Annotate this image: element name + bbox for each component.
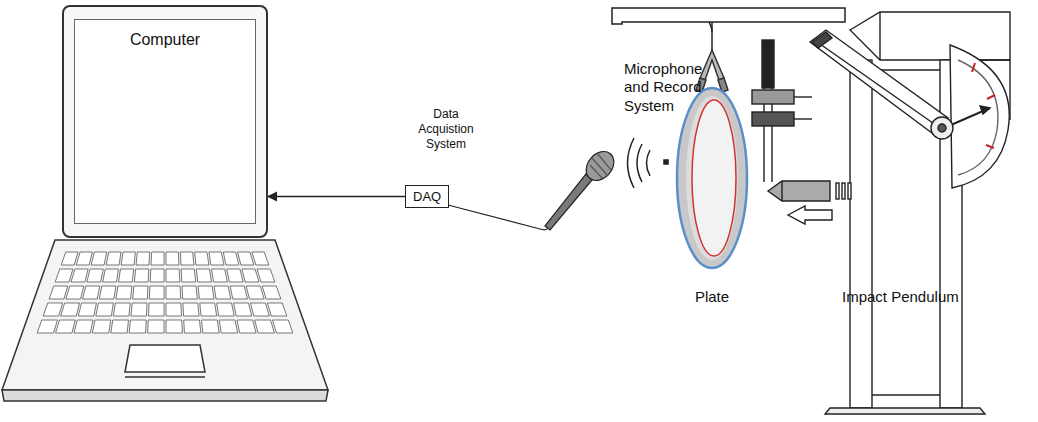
keyboard-key: [252, 252, 269, 265]
node-heading: Data Acquistion System: [406, 107, 486, 152]
keyboard-key: [250, 303, 269, 316]
keyboard-key: [91, 252, 107, 265]
laptop-base: [2, 240, 328, 401]
keyboard-key: [121, 252, 135, 265]
keyboard-key: [71, 269, 88, 282]
hanging-frame: [612, 8, 845, 50]
keyboard-key: [182, 286, 197, 299]
keyboard-key: [217, 303, 235, 316]
keyboard-key: [257, 269, 275, 282]
impact-pendulum: [752, 12, 1010, 414]
keyboard-key: [246, 286, 264, 299]
keyboard-key: [166, 303, 182, 316]
keyboard-key: [76, 252, 92, 265]
keyboard-key: [148, 320, 164, 333]
keyboard-key: [43, 303, 62, 316]
keyboard-key: [92, 320, 110, 333]
keyboard-key: [149, 286, 164, 299]
keyboard-key: [61, 252, 78, 265]
keyboard-key: [166, 320, 182, 333]
keyboard-key: [131, 303, 147, 316]
keyboard-key: [166, 269, 180, 282]
keyboard-key: [96, 303, 114, 316]
keyboard-key: [181, 269, 195, 282]
plate: [677, 88, 747, 268]
keyboard-key: [273, 320, 293, 333]
keyboard-key: [99, 286, 116, 299]
daq-box: Data Acquistion SystemDAQ: [405, 185, 449, 208]
keyboard-key: [87, 269, 103, 282]
keyboard-key: [184, 320, 201, 333]
keyboard-key: [136, 252, 150, 265]
keyboard-key: [238, 252, 254, 265]
sound-waves: [628, 138, 669, 188]
keyboard-key: [103, 269, 119, 282]
keyboard-key: [219, 320, 237, 333]
laptop-screen: Computer: [62, 5, 268, 238]
keyboard-key: [166, 252, 179, 265]
microphone-cable: [448, 205, 548, 230]
keyboard-key: [234, 303, 252, 316]
keyboard-key: [214, 286, 231, 299]
keyboard-key: [49, 286, 68, 299]
keyboard-key: [212, 269, 228, 282]
keyboard-key: [37, 320, 57, 333]
keyboard-key: [133, 286, 148, 299]
keyboard-key: [129, 320, 146, 333]
keyboard-key: [66, 286, 84, 299]
keyboard-key: [242, 269, 259, 282]
keyboard-key: [83, 286, 100, 299]
keyboard-key: [227, 269, 243, 282]
keyboard-key: [134, 269, 148, 282]
keyboard-key: [116, 286, 132, 299]
keyboard-key: [78, 303, 96, 316]
keyboard-key: [230, 286, 247, 299]
keyboard-key: [200, 303, 217, 316]
keyboard-key: [106, 252, 121, 265]
keyboard-keys: [37, 252, 293, 333]
keyboard-key: [118, 269, 133, 282]
keyboard-key: [196, 269, 211, 282]
keyboard-key: [148, 303, 164, 316]
microphone: [545, 146, 619, 230]
keyboard-key: [183, 303, 199, 316]
keyboard-key: [255, 320, 275, 333]
keyboard-key: [150, 269, 164, 282]
signal-arrow: [268, 196, 405, 198]
keyboard-key: [198, 286, 214, 299]
component-label: Microphone and Record System: [624, 60, 714, 115]
keyboard-key: [180, 252, 194, 265]
keyboard-key: [223, 252, 239, 265]
part-label: Impact Pendulum: [842, 288, 959, 306]
screen-panel: [74, 19, 256, 224]
keyboard-key: [55, 269, 73, 282]
part-label: Plate: [695, 288, 729, 306]
keyboard-key: [237, 320, 256, 333]
keyboard-key: [166, 286, 181, 299]
keyboard-key: [267, 303, 286, 316]
node-label: DAQ: [413, 189, 441, 204]
keyboard-key: [151, 252, 164, 265]
keyboard-key: [56, 320, 76, 333]
keyboard-key: [61, 303, 80, 316]
keyboard-key: [202, 320, 220, 333]
node-label: Computer: [64, 7, 266, 49]
keyboard-key: [74, 320, 93, 333]
keyboard-key: [111, 320, 129, 333]
keyboard-key: [262, 286, 281, 299]
keyboard-key: [113, 303, 130, 316]
keyboard-key: [195, 252, 209, 265]
keyboard-key: [209, 252, 224, 265]
